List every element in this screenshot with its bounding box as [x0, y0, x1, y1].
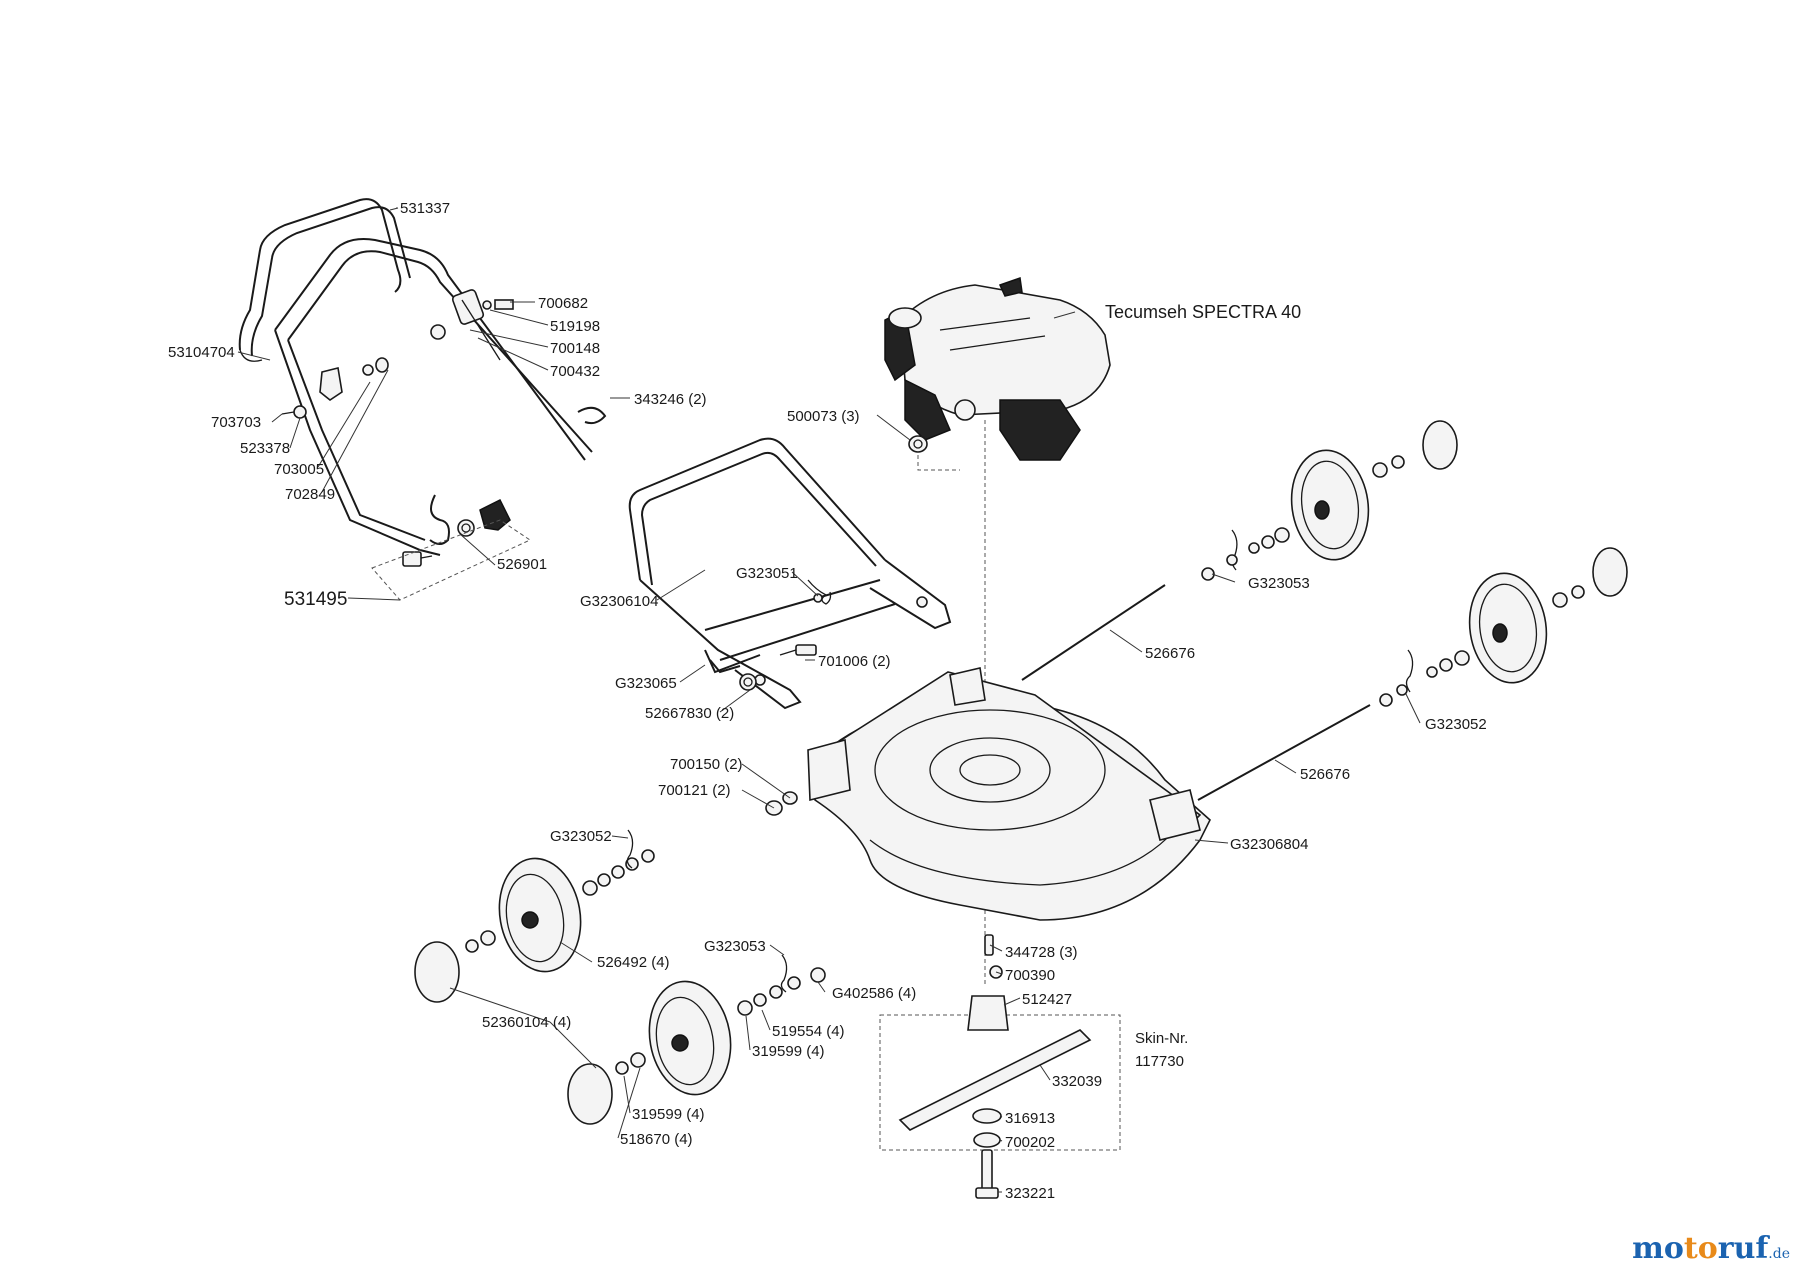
label-526676-lower: 526676	[1300, 766, 1350, 783]
label-52667830: 52667830 (2)	[645, 705, 734, 722]
label-G32306804: G32306804	[1230, 836, 1308, 853]
label-323221: 323221	[1005, 1185, 1055, 1202]
blade-assembly	[879, 934, 1121, 1199]
bolt-701006	[779, 644, 817, 656]
lower-handle-bar	[274, 238, 593, 556]
bushing-52667830	[739, 673, 757, 691]
label-700202: 700202	[1005, 1134, 1055, 1151]
cable-lever-assembly	[430, 289, 514, 361]
rear-wheel-lower	[1379, 547, 1628, 707]
label-344728: 344728 (3)	[1005, 944, 1078, 961]
deck-bolts-700150	[765, 791, 798, 816]
label-G323065: G323065	[615, 675, 677, 692]
label-skin: Skin-Nr.	[1135, 1030, 1188, 1047]
label-500073: 500073 (3)	[787, 408, 860, 425]
label-319599-upper: 319599 (4)	[752, 1043, 825, 1060]
front-wheel-upper	[414, 829, 655, 1003]
label-526492: 526492 (4)	[597, 954, 670, 971]
mower-deck-G32306804	[807, 667, 1211, 921]
part-labels: 531337 700682 519198 700148 700432 53104…	[168, 200, 1487, 1202]
label-316913: 316913	[1005, 1110, 1055, 1127]
label-703703: 703703	[211, 414, 261, 431]
label-319599-lower: 319599 (4)	[632, 1106, 705, 1123]
label-G323052-front: G323052	[550, 828, 612, 845]
label-G32306104: G32306104	[580, 593, 658, 610]
label-700432: 700432	[550, 363, 600, 380]
label-53104704: 53104704	[168, 344, 235, 361]
rear-wheel-upper	[1201, 420, 1458, 581]
front-wheel-lower	[567, 954, 826, 1125]
label-519554: 519554 (4)	[772, 1023, 845, 1040]
label-531337: 531337	[400, 200, 450, 217]
handle-frame-G32306104	[628, 437, 952, 710]
label-700121: 700121 (2)	[658, 782, 731, 799]
label-523378: 523378	[240, 440, 290, 457]
label-700682: 700682	[538, 295, 588, 312]
label-G323053-front: G323053	[704, 938, 766, 955]
handle-knob-assembly	[281, 357, 389, 419]
label-518670: 518670 (4)	[620, 1131, 693, 1148]
rear-axle-lower	[1197, 704, 1371, 801]
label-700148: 700148	[550, 340, 600, 357]
leader-lines	[237, 207, 1421, 1193]
label-531495: 531495	[284, 589, 347, 610]
bracket-G323065	[704, 649, 761, 674]
label-702849: 702849	[285, 486, 335, 503]
label-G402586: G402586 (4)	[832, 985, 916, 1002]
nut-500073	[908, 435, 960, 471]
label-G323053-rear: G323053	[1248, 575, 1310, 592]
label-526901: 526901	[497, 556, 547, 573]
quick-release-assembly	[371, 494, 532, 601]
motoruf-watermark-logo: motoruf.de	[1632, 1231, 1790, 1266]
label-52360104: 52360104 (4)	[482, 1014, 571, 1031]
label-700150: 700150 (2)	[670, 756, 743, 773]
spring-G323051	[807, 579, 832, 605]
label-skin-number: 117730	[1135, 1053, 1184, 1070]
upper-handle-bar	[238, 198, 411, 362]
label-G323052-rear: G323052	[1425, 716, 1487, 733]
label-G323051: G323051	[736, 565, 798, 582]
label-519198: 519198	[550, 318, 600, 335]
rear-axle-upper	[1021, 584, 1166, 681]
label-700390: 700390	[1005, 967, 1055, 984]
label-332039: 332039	[1052, 1073, 1102, 1090]
label-526676-upper: 526676	[1145, 645, 1195, 662]
label-engine: Tecumseh SPECTRA 40	[1105, 302, 1301, 322]
label-512427: 512427	[1022, 991, 1072, 1008]
label-701006: 701006 (2)	[818, 653, 891, 670]
label-703005: 703005	[274, 461, 324, 478]
label-343246: 343246 (2)	[634, 391, 707, 408]
spring-clip-343246	[577, 406, 607, 425]
